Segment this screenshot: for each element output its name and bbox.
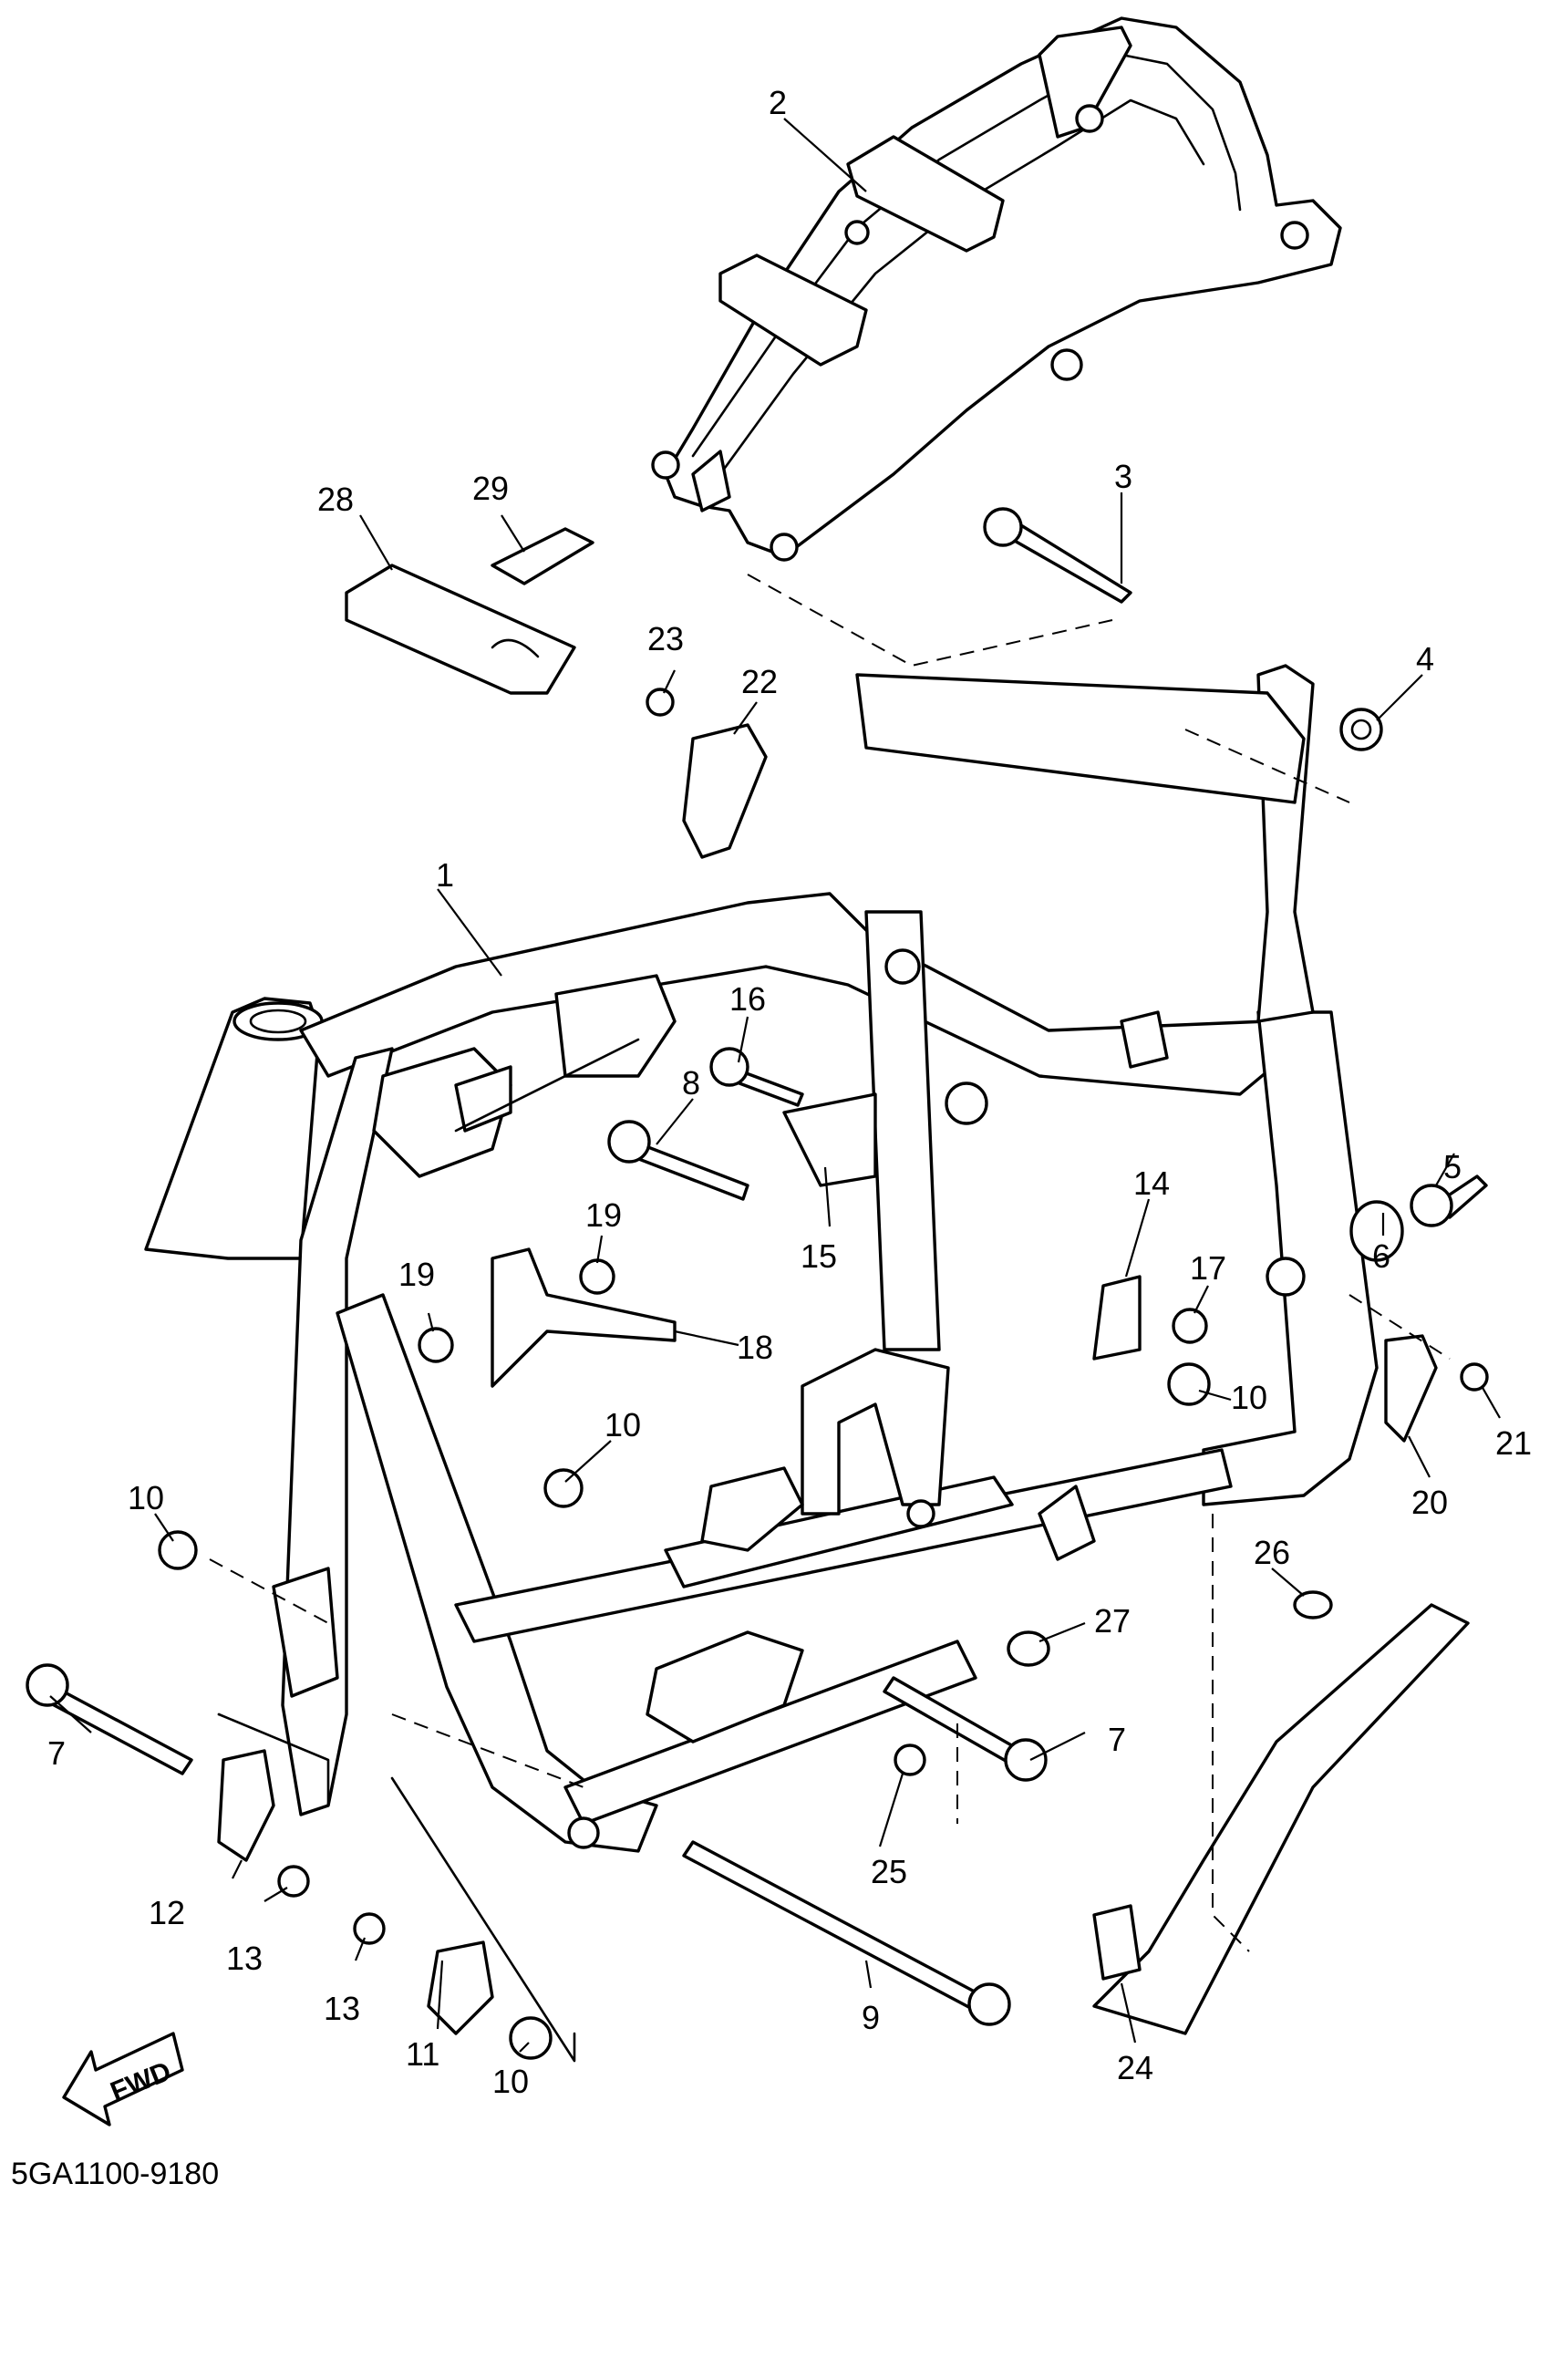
callout-26: 26 [1254,1534,1290,1571]
callout-17: 17 [1190,1249,1226,1287]
callout-20: 20 [1411,1484,1448,1521]
callout-21: 21 [1495,1424,1532,1462]
callout-13-bottom: 13 [324,1990,360,2027]
callout-8: 8 [682,1064,700,1102]
callout-16: 16 [729,980,766,1018]
callout-10-bottom: 10 [492,2063,529,2100]
callout-22: 22 [741,663,778,700]
callout-19-left: 19 [398,1256,435,1293]
callout-19-right: 19 [585,1196,622,1234]
callout-13-left: 13 [226,1940,263,1977]
callout-7-right: 7 [1108,1721,1126,1758]
fastener-parts [26,507,1489,2060]
callout-11: 11 [406,2035,439,2073]
fwd-arrow-icon: FWD [62,2032,184,2126]
callout-9: 9 [862,1999,880,2036]
callout-25: 25 [871,1853,907,1890]
callout-27: 27 [1094,1602,1131,1640]
main-frame-part [144,664,1379,1853]
leader-lines [49,118,1501,2053]
callout-5: 5 [1443,1148,1462,1185]
callout-labels: 1 2 3 4 5 6 7 7 8 9 10 10 10 10 11 12 13… [47,84,1532,2100]
callout-7-left: 7 [47,1734,66,1772]
callout-15: 15 [801,1237,837,1275]
callout-23: 23 [647,620,684,657]
rear-frame-part [651,16,1342,562]
callout-12: 12 [149,1894,185,1931]
callout-24: 24 [1117,2049,1153,2086]
callout-10-mid: 10 [604,1406,641,1444]
callout-10-left: 10 [128,1479,164,1516]
assembly-lines [209,574,1451,2063]
callout-3: 3 [1114,458,1132,495]
callout-28: 28 [317,481,354,518]
callout-18: 18 [737,1329,773,1366]
callout-10-right: 10 [1231,1379,1267,1416]
callout-1: 1 [436,856,454,894]
callout-6: 6 [1372,1237,1390,1275]
callout-2: 2 [769,84,787,121]
diagram-code: 5GA1100-9180 [11,2157,219,2191]
callout-29: 29 [472,470,509,507]
callout-14: 14 [1133,1164,1170,1202]
callout-4: 4 [1416,640,1434,678]
